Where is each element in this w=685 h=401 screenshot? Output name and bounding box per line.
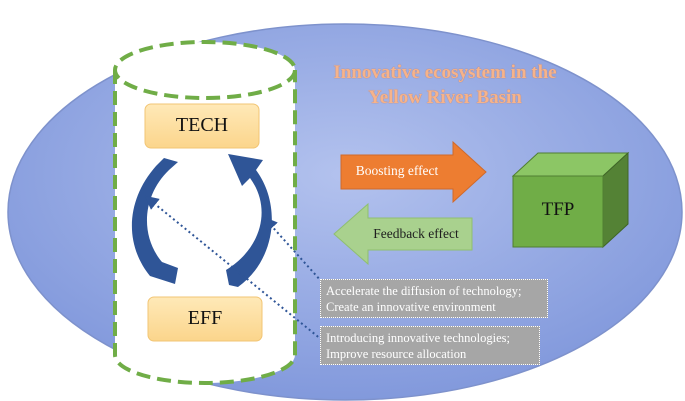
diagram-title: Innovative ecosystem in the Yellow River…	[290, 60, 600, 110]
boosting-arrow	[340, 140, 487, 204]
eff-box	[147, 296, 263, 342]
feedback-label: Feedback effect	[373, 226, 459, 241]
connector-line-tech	[263, 216, 323, 283]
note-diffusion-line-2: Create an innovative environment	[326, 300, 496, 314]
tfp-cube	[511, 151, 630, 249]
tech-box	[144, 103, 260, 149]
tech-label: TECH	[175, 114, 229, 136]
connector-line-eff	[144, 195, 323, 341]
cycle-arrow-left-icon	[131, 158, 178, 284]
title-line-2: Yellow River Basin	[368, 87, 522, 108]
note-diffusion-line-1: Accelerate the diffusion of technology;	[326, 284, 522, 298]
title-line-1: Innovative ecosystem in the	[333, 62, 557, 83]
note-introducing: Introducing innovative technologies; Imp…	[320, 326, 540, 365]
tfp-label: TFP	[541, 199, 575, 220]
cycle-arrow-right-icon	[226, 154, 272, 287]
eff-label: EFF	[187, 307, 223, 329]
boosting-label: Boosting effect	[355, 163, 439, 178]
feedback-arrow	[333, 202, 473, 266]
note-introducing-line-1: Introducing innovative technologies;	[326, 331, 510, 345]
note-diffusion: Accelerate the diffusion of technology; …	[320, 279, 548, 318]
note-introducing-line-2: Improve resource allocation	[326, 347, 467, 361]
